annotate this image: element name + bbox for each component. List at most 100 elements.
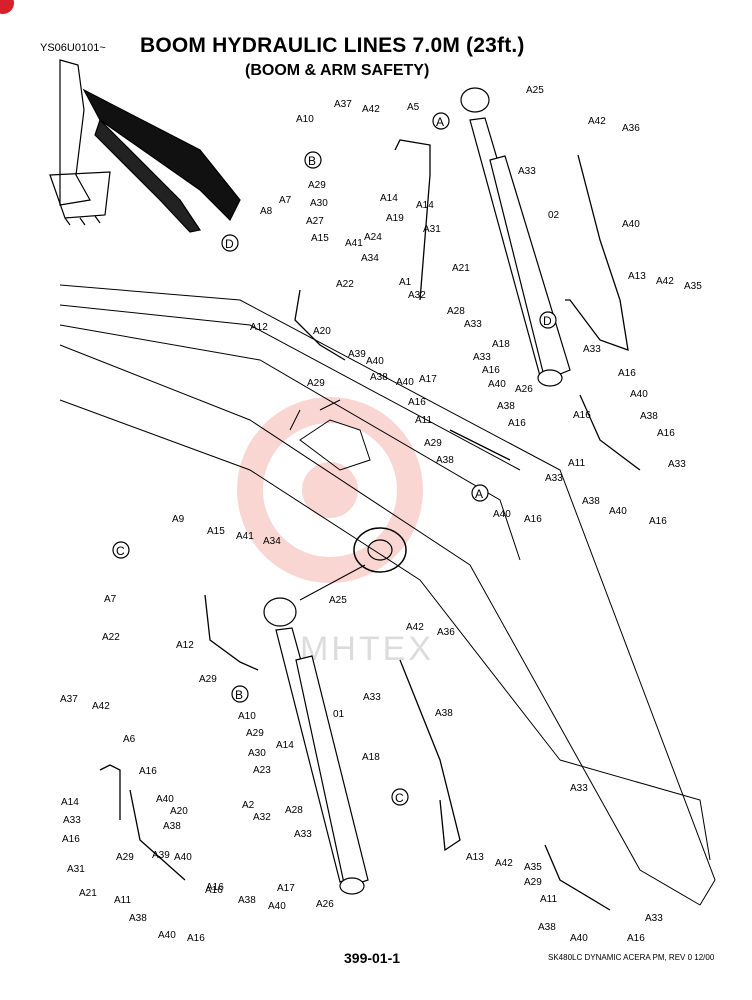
part-label: A39 (152, 850, 170, 861)
part-label: A16 (139, 766, 157, 777)
callout-a-upper (432, 112, 450, 130)
part-label: A19 (386, 213, 404, 224)
part-label: A42 (656, 276, 674, 287)
part-label: A21 (79, 888, 97, 899)
cylinder-label-upper: 02 (548, 210, 560, 221)
part-label: A22 (336, 279, 354, 290)
part-label: A11 (114, 895, 131, 906)
part-label: A34 (361, 253, 379, 264)
part-label: A40 (174, 852, 192, 863)
part-label: A31 (423, 224, 441, 235)
part-label: A37 (334, 99, 352, 110)
part-label: A29 (246, 728, 264, 739)
part-label: A29 (116, 852, 134, 863)
part-label: A42 (362, 104, 380, 115)
part-label: A35 (524, 862, 542, 873)
part-label: A12 (176, 640, 194, 651)
part-label: A24 (364, 232, 382, 243)
part-label: A15 (207, 526, 225, 537)
part-label: A11 (540, 894, 557, 905)
part-label: A40 (156, 794, 174, 805)
hydraulic-pipes (99, 139, 641, 911)
part-label: A30 (248, 748, 266, 759)
part-label: A17 (277, 883, 295, 894)
watermark: MHTEX (237, 397, 434, 668)
part-label: A28 (447, 306, 465, 317)
watermark-text: MHTEX (300, 630, 434, 668)
part-label: A33 (294, 829, 312, 840)
part-label: A6 (123, 734, 136, 745)
part-label: A16 (524, 514, 542, 525)
callout-b-upper (304, 151, 322, 169)
part-label: A42 (92, 701, 110, 712)
part-label: A33 (545, 473, 563, 484)
boom-outline (59, 284, 716, 906)
part-label: A18 (492, 339, 510, 350)
part-label: A23 (253, 765, 271, 776)
part-label: A40 (609, 506, 627, 517)
part-label: A16 (482, 365, 500, 376)
part-label: A27 (306, 216, 324, 227)
part-label: A16 (627, 933, 645, 944)
part-labels-lower: A9 A15 A41 A34 A7 A25 A22 A12 A42 A36 A2… (60, 514, 542, 944)
part-label: A14 (380, 193, 398, 204)
part-label: A7 (104, 594, 117, 605)
part-label: A31 (67, 864, 85, 875)
part-label: A40 (630, 389, 648, 400)
part-label: A40 (493, 509, 511, 520)
part-label: A13 (628, 271, 646, 282)
callout-c-lower (391, 788, 409, 806)
part-label: A42 (406, 622, 424, 633)
part-label: A38 (640, 411, 658, 422)
callout-letters: A B D D A C B C (116, 115, 552, 805)
part-label: A1 (399, 277, 412, 288)
part-label: A14 (416, 200, 434, 211)
diagram-code: YS06U0101~ (40, 42, 106, 54)
part-label: A10 (238, 711, 256, 722)
callout-b-lower-letter: B (235, 688, 243, 702)
part-label: A38 (538, 922, 556, 933)
part-label: A16 (206, 882, 224, 893)
part-label: A42 (588, 116, 606, 127)
part-label: A39 (348, 349, 366, 360)
callout-d-left-letter: D (225, 237, 234, 251)
excavator-thumbnail (49, 59, 241, 233)
callout-markers (112, 112, 557, 806)
part-label: A28 (285, 805, 303, 816)
part-label: A38 (497, 401, 515, 412)
part-label: A40 (622, 219, 640, 230)
callout-a-upper-letter: A (436, 115, 444, 129)
part-label: A33 (518, 166, 536, 177)
part-label: A41 (236, 531, 254, 542)
part-label: A15 (311, 233, 329, 244)
part-label: A35 (684, 281, 702, 292)
part-label: A29 (424, 438, 442, 449)
part-label: A16 (618, 368, 636, 379)
part-label: A17 (419, 374, 437, 385)
model-revision: SK480LC DYNAMIC ACERA PM, REV 0 12/00 (548, 953, 715, 962)
part-label: A21 (452, 263, 470, 274)
callout-b-upper-letter: B (308, 154, 316, 168)
part-label: A26 (316, 899, 334, 910)
part-label: A34 (263, 536, 281, 547)
upper-boom-cylinder (460, 87, 571, 387)
part-label: A9 (172, 514, 185, 525)
part-label: A12 (250, 322, 268, 333)
callout-b-lower (231, 685, 249, 703)
callout-a-lower-letter: A (475, 487, 483, 501)
part-label: A14 (61, 797, 79, 808)
part-label: A38 (129, 913, 147, 924)
part-label: A33 (363, 692, 381, 703)
part-label: A32 (408, 290, 426, 301)
part-label: A33 (464, 319, 482, 330)
callout-c-upper (112, 541, 130, 559)
part-label: A38 (435, 708, 453, 719)
part-label: A38 (436, 455, 454, 466)
part-label: A20 (313, 326, 331, 337)
part-label: A40 (158, 930, 176, 941)
part-label: A13 (466, 852, 484, 863)
callout-d-right (539, 311, 557, 329)
part-label: A29 (308, 180, 326, 191)
part-label: A40 (570, 933, 588, 944)
